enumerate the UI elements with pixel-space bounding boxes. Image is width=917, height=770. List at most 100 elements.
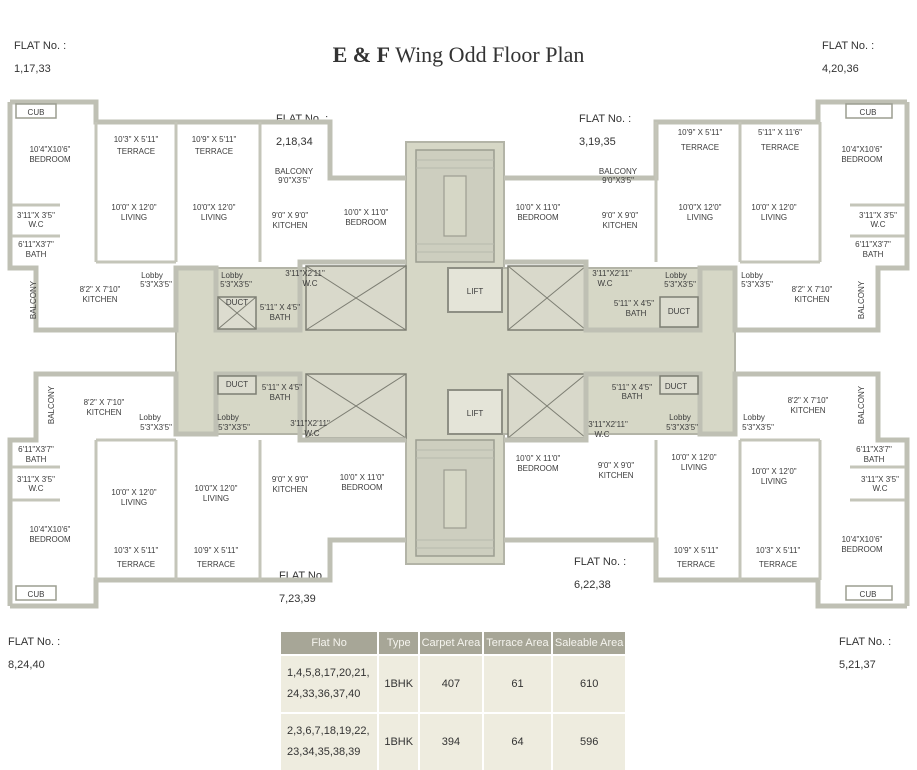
svg-text:10'0" X 11'0": 10'0" X 11'0" <box>516 454 561 463</box>
svg-text:10'0" X 12'0": 10'0" X 12'0" <box>671 453 716 462</box>
svg-text:8'2" X 7'10": 8'2" X 7'10" <box>788 396 829 405</box>
svg-text:10'0"X 12'0": 10'0"X 12'0" <box>679 203 722 212</box>
svg-text:5'3"X3'5": 5'3"X3'5" <box>666 423 698 432</box>
staircase-top <box>415 149 495 263</box>
cell-carpet-area: 394 <box>419 712 484 770</box>
svg-text:CUB: CUB <box>860 590 877 599</box>
flat-label-top-center-right: FLAT No. :3,19,35 <box>579 113 632 148</box>
svg-text:W.C: W.C <box>28 220 43 229</box>
svg-text:Lobby: Lobby <box>665 271 687 280</box>
svg-text:10'4"X10'6": 10'4"X10'6" <box>842 145 883 154</box>
svg-text:BATH: BATH <box>863 250 884 259</box>
svg-text:KITCHEN: KITCHEN <box>272 221 307 230</box>
svg-text:KITCHEN: KITCHEN <box>598 471 633 480</box>
svg-text:9'0"X3'5": 9'0"X3'5" <box>602 176 634 185</box>
svg-text:Lobby: Lobby <box>743 413 765 422</box>
svg-text:BEDROOM: BEDROOM <box>341 483 383 492</box>
svg-text:KITCHEN: KITCHEN <box>86 408 121 417</box>
svg-text:6'11"X3'7": 6'11"X3'7" <box>18 445 54 454</box>
header-flat-no: Flat No <box>281 632 380 655</box>
svg-text:5'11" X 4'5": 5'11" X 4'5" <box>612 383 652 392</box>
svg-text:TERRACE: TERRACE <box>759 560 797 569</box>
svg-text:W.C: W.C <box>302 279 317 288</box>
svg-text:10'4"X10'6": 10'4"X10'6" <box>842 535 883 544</box>
svg-text:LIVING: LIVING <box>761 213 787 222</box>
svg-text:10'0" X 12'0": 10'0" X 12'0" <box>111 488 156 497</box>
svg-text:BEDROOM: BEDROOM <box>841 545 883 554</box>
svg-text:LIVING: LIVING <box>203 494 229 503</box>
header-carpet-area: Carpet Area <box>419 632 484 655</box>
svg-text:3'11"X 3'5": 3'11"X 3'5" <box>861 475 899 484</box>
svg-text:10'0" X 11'0": 10'0" X 11'0" <box>516 203 561 212</box>
svg-text:3'11"X2'11": 3'11"X2'11" <box>285 269 325 278</box>
svg-text:9'0" X 9'0": 9'0" X 9'0" <box>272 211 308 220</box>
table-row: 2,3,6,7,18,19,22,23,34,35,38,39 1BHK 394… <box>281 712 627 770</box>
svg-text:TERRACE: TERRACE <box>195 147 233 156</box>
svg-text:3'11"X 3'5": 3'11"X 3'5" <box>859 211 897 220</box>
lift-bottom: LIFT <box>447 389 503 435</box>
svg-text:5'3"X3'5": 5'3"X3'5" <box>741 280 773 289</box>
area-table: Flat No Type Carpet Area Terrace Area Sa… <box>281 632 627 770</box>
svg-text:BALCONY: BALCONY <box>857 280 866 319</box>
svg-text:9'0" X 9'0": 9'0" X 9'0" <box>598 461 634 470</box>
svg-text:W.C: W.C <box>304 429 319 438</box>
svg-text:BEDROOM: BEDROOM <box>345 218 387 227</box>
svg-text:6'11"X3'7": 6'11"X3'7" <box>856 445 892 454</box>
svg-text:10'0" X 12'0": 10'0" X 12'0" <box>751 467 796 476</box>
svg-text:KITCHEN: KITCHEN <box>82 295 117 304</box>
svg-text:KITCHEN: KITCHEN <box>790 406 825 415</box>
svg-text:10'0" X 12'0": 10'0" X 12'0" <box>751 203 796 212</box>
flat-label-bottom-right: FLAT No. :5,21,37 <box>839 636 892 671</box>
svg-text:TERRACE: TERRACE <box>117 147 155 156</box>
svg-text:DUCT: DUCT <box>226 380 248 389</box>
svg-text:TERRACE: TERRACE <box>117 560 155 569</box>
svg-text:KITCHEN: KITCHEN <box>794 295 829 304</box>
svg-text:BATH: BATH <box>26 455 47 464</box>
svg-text:LIVING: LIVING <box>201 213 227 222</box>
svg-text:DUCT: DUCT <box>668 307 690 316</box>
svg-text:5'11" X 4'5": 5'11" X 4'5" <box>262 383 302 392</box>
svg-text:W.C: W.C <box>872 484 887 493</box>
svg-text:BATH: BATH <box>270 393 291 402</box>
svg-text:BATH: BATH <box>270 313 291 322</box>
svg-text:W.C: W.C <box>870 220 885 229</box>
svg-text:10'9" X 5'11": 10'9" X 5'11" <box>674 546 719 555</box>
svg-text:LIFT: LIFT <box>467 287 484 296</box>
flat-label-bottom-center-right: FLAT No. :6,22,38 <box>574 556 627 591</box>
svg-text:W.C: W.C <box>28 484 43 493</box>
svg-text:BALCONY: BALCONY <box>275 167 314 176</box>
svg-text:Lobby: Lobby <box>669 413 691 422</box>
svg-text:Lobby: Lobby <box>217 413 239 422</box>
svg-text:5'3"X3'5": 5'3"X3'5" <box>140 280 172 289</box>
cell-type: 1BHK <box>378 654 421 713</box>
svg-text:8'2" X 7'10": 8'2" X 7'10" <box>80 285 121 294</box>
flat-label-bottom-left: FLAT No. :8,24,40 <box>8 636 61 671</box>
svg-text:CUB: CUB <box>28 590 45 599</box>
svg-text:5'3"X3'5": 5'3"X3'5" <box>218 423 250 432</box>
cell-flat-no: 2,3,6,7,18,19,22,23,34,35,38,39 <box>281 712 380 770</box>
svg-text:BEDROOM: BEDROOM <box>517 213 559 222</box>
svg-text:10'0" X 11'0": 10'0" X 11'0" <box>340 473 385 482</box>
svg-text:5'3"X3'5": 5'3"X3'5" <box>664 280 696 289</box>
svg-text:Lobby: Lobby <box>221 271 243 280</box>
svg-text:TERRACE: TERRACE <box>197 560 235 569</box>
svg-text:BATH: BATH <box>622 392 643 401</box>
svg-text:5'11" X 4'5": 5'11" X 4'5" <box>260 303 300 312</box>
svg-text:LIVING: LIVING <box>687 213 713 222</box>
svg-text:10'9" X 5'11": 10'9" X 5'11" <box>194 546 239 555</box>
svg-text:Lobby: Lobby <box>141 271 163 280</box>
header-saleable-area: Saleable Area <box>552 632 627 655</box>
svg-text:5'3"X3'5": 5'3"X3'5" <box>140 423 172 432</box>
svg-text:TERRACE: TERRACE <box>677 560 715 569</box>
svg-text:W.C: W.C <box>597 279 612 288</box>
svg-text:5'11" X 11'6": 5'11" X 11'6" <box>758 128 802 137</box>
svg-text:10'0" X 11'0": 10'0" X 11'0" <box>344 208 389 217</box>
svg-text:9'0" X 9'0": 9'0" X 9'0" <box>602 211 638 220</box>
svg-text:10'3" X 5'11": 10'3" X 5'11" <box>114 135 159 144</box>
svg-text:KITCHEN: KITCHEN <box>602 221 637 230</box>
svg-text:5'11" X 4'5": 5'11" X 4'5" <box>614 299 654 308</box>
svg-text:BEDROOM: BEDROOM <box>29 155 71 164</box>
svg-text:10'0"X 12'0": 10'0"X 12'0" <box>195 484 238 493</box>
svg-text:10'0"X 12'0": 10'0"X 12'0" <box>193 203 236 212</box>
